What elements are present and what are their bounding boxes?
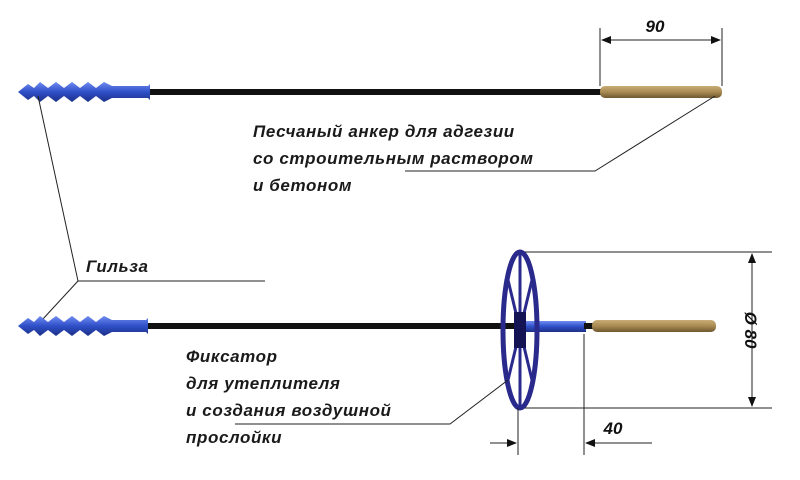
bottom-anchor: Ø 80 40 Фиксатор для утеплителя и создан…: [18, 249, 772, 455]
callout-line: со строительным раствором: [253, 149, 534, 168]
dimension-40: 40: [490, 334, 652, 455]
top-sand-tip: [600, 86, 722, 98]
bottom-rod-end: [584, 323, 594, 329]
sand-anchor-callout: Песчаный анкер для адгезии со строительн…: [253, 95, 716, 195]
top-anchor: 90 Песчаный анкер для адгезии со строите…: [18, 17, 723, 195]
callout-line: Песчаный анкер для адгезии: [253, 122, 515, 141]
fixer-callout: Фиксатор для утеплителя и создания возду…: [186, 347, 509, 447]
bottom-sand-tip: [592, 320, 716, 332]
callout-leader: [235, 379, 509, 425]
bottom-sleeve: [18, 316, 148, 336]
callout-line: прослойки: [186, 428, 282, 447]
callout-line: Фиксатор: [186, 347, 278, 366]
top-rod: [150, 89, 602, 95]
dimension-90-label: 90: [646, 17, 665, 36]
callout-line: и бетоном: [253, 176, 352, 195]
callout-leader: [405, 95, 716, 172]
washer: [500, 249, 540, 411]
callout-line: для утеплителя: [186, 374, 341, 393]
dimension-90: 90: [599, 17, 723, 86]
sleeve-leader: [37, 95, 265, 282]
bottom-rod: [148, 323, 528, 329]
sleeve-leader: [41, 280, 79, 321]
sleeve-label: Гильза: [86, 257, 149, 276]
callout-line: и создания воздушной: [186, 401, 392, 420]
dimension-diameter: Ø 80: [525, 251, 772, 409]
fixer-collar: [522, 321, 586, 332]
top-sleeve: [18, 82, 150, 102]
diameter-label: Ø 80: [741, 312, 760, 349]
sleeve-callout: Гильза: [37, 95, 265, 321]
offset-label: 40: [603, 419, 623, 438]
